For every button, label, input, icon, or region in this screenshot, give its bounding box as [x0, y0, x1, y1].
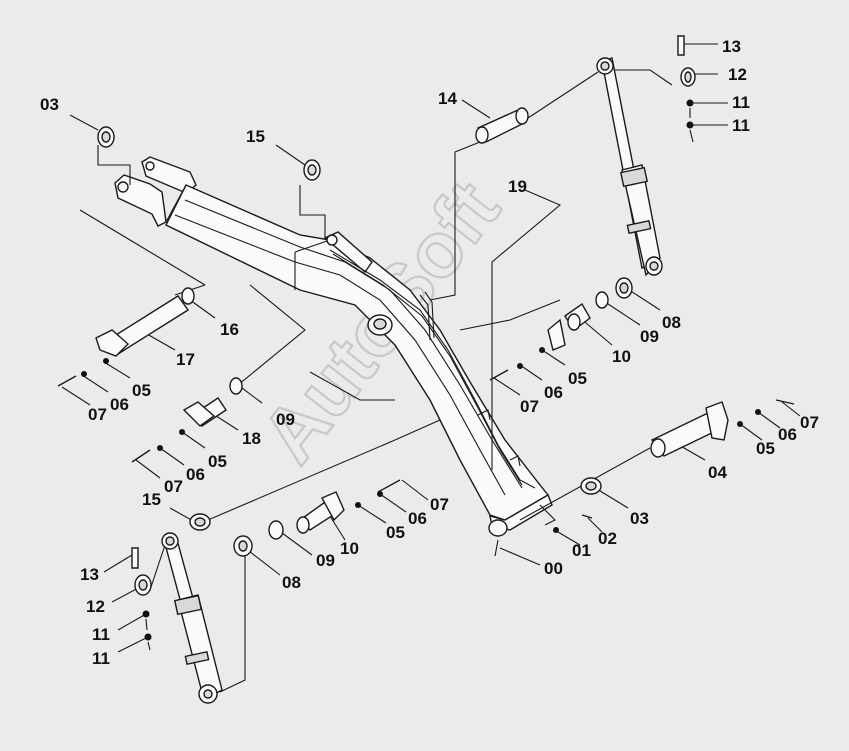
callout-05a: 05: [132, 381, 151, 400]
callout-05c: 05: [208, 452, 227, 471]
callout-labels: 03 15 14 13 12 11 11 19 16 17 05 06 07 0…: [40, 37, 819, 668]
leader-lines: [61, 43, 801, 693]
callout-06e: 06: [408, 509, 427, 528]
callout-06a: 06: [110, 395, 129, 414]
callout-12a: 12: [728, 65, 747, 84]
callout-09b: 09: [276, 410, 295, 429]
callout-05b: 05: [568, 369, 587, 388]
callout-03b: 03: [630, 509, 649, 528]
callout-08b: 08: [282, 573, 301, 592]
callout-13a: 13: [722, 37, 741, 56]
callout-14: 14: [438, 89, 457, 108]
callout-06d: 06: [778, 425, 797, 444]
callout-17: 17: [176, 350, 195, 369]
callout-07d: 07: [800, 413, 819, 432]
callout-11c: 11: [92, 625, 110, 644]
callout-03a: 03: [40, 95, 59, 114]
callout-13b: 13: [80, 565, 99, 584]
callout-18: 18: [242, 429, 261, 448]
callout-11a: 11: [732, 93, 750, 112]
callout-09c: 09: [316, 551, 335, 570]
callout-19: 19: [508, 177, 527, 196]
callout-06b: 06: [544, 383, 563, 402]
callout-00: 00: [544, 559, 563, 578]
callout-01: 01: [572, 541, 591, 560]
callout-11b: 11: [732, 116, 750, 135]
callout-06c: 06: [186, 465, 205, 484]
parts: [57, 35, 795, 704]
callout-04: 04: [708, 463, 727, 482]
callout-16: 16: [220, 320, 239, 339]
callout-11d: 11: [92, 649, 110, 668]
callout-10a: 10: [612, 347, 631, 366]
callout-07e: 07: [430, 495, 449, 514]
callout-05e: 05: [386, 523, 405, 542]
callout-15b: 15: [142, 490, 161, 509]
callout-09a: 09: [640, 327, 659, 346]
callout-07c: 07: [164, 477, 183, 496]
callout-05d: 05: [756, 439, 775, 458]
callout-08a: 08: [662, 313, 681, 332]
boom-assembly: [114, 156, 556, 557]
callout-02: 02: [598, 529, 617, 548]
callout-07a: 07: [88, 405, 107, 424]
callout-15a: 15: [246, 127, 265, 146]
callout-10b: 10: [340, 539, 359, 558]
callout-12b: 12: [86, 597, 105, 616]
callout-07b: 07: [520, 397, 539, 416]
